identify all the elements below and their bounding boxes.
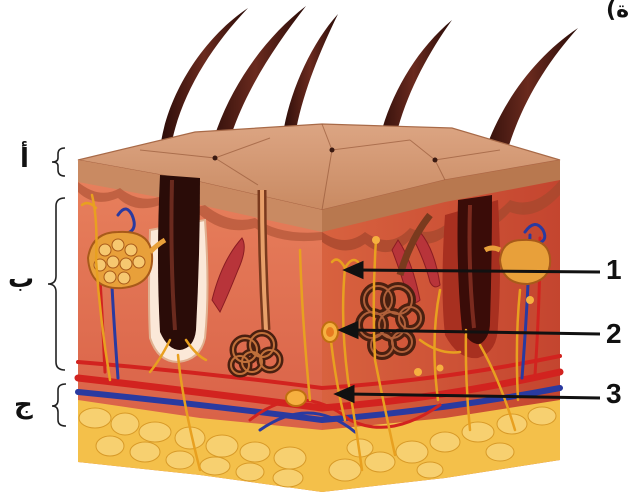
label-epidermis: أ — [20, 146, 29, 172]
corner-text-fragment: (ة — [606, 0, 629, 22]
label-hypodermis: ج — [14, 392, 33, 418]
layer-brackets — [48, 148, 66, 426]
pointer-label-2: 2 — [606, 320, 622, 348]
pointer-label-3: 3 — [606, 380, 622, 408]
label-dermis: ب — [8, 266, 34, 292]
pointer-label-1: 1 — [606, 256, 622, 284]
